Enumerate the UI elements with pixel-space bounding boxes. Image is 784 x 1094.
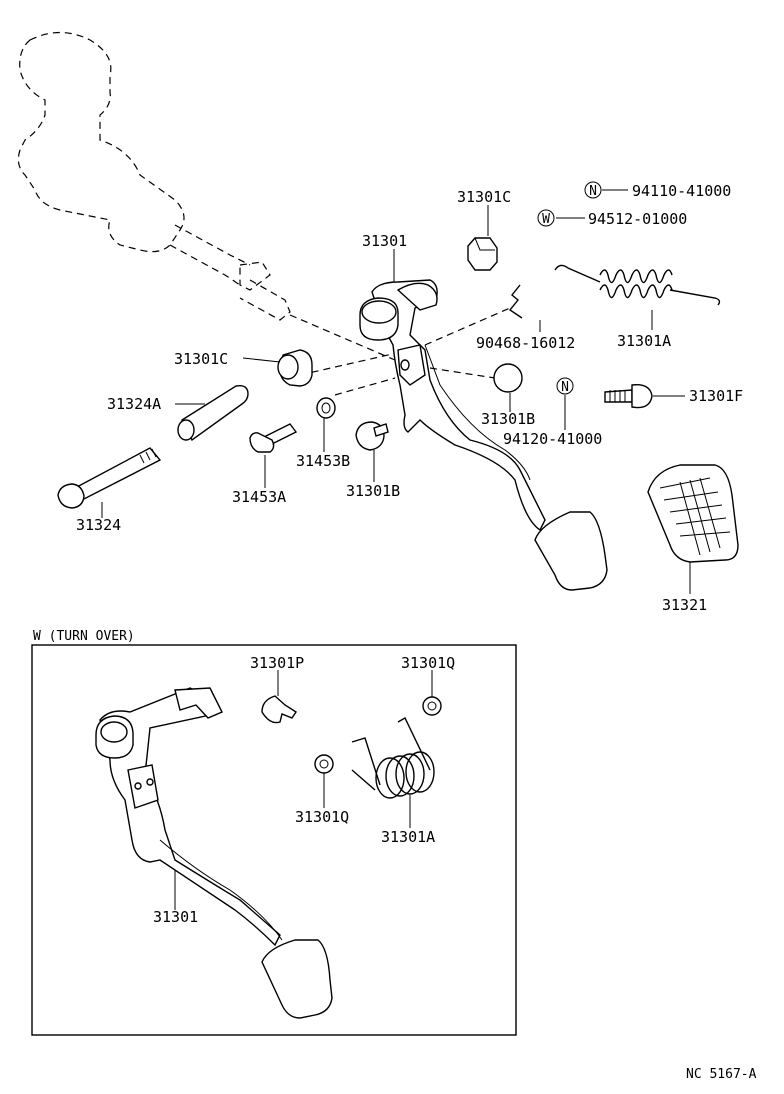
symbol-n-94110: N: [584, 181, 602, 199]
pin-31453a: [249, 423, 298, 453]
bushing-31453b: [316, 397, 336, 419]
cap-31301b-right: [493, 363, 523, 393]
label-31301b-right: 31301B: [481, 410, 535, 428]
label-31301p: 31301P: [250, 654, 304, 672]
symbol-n-94120: N: [556, 377, 574, 395]
pedal-pad-31321: [647, 464, 739, 563]
clutch-pedal-arm: [359, 279, 608, 591]
w-symbol-text: W: [542, 212, 550, 227]
bushing-31301q-top: [422, 696, 442, 716]
bushing-31301c-top: [467, 237, 498, 271]
label-90468-16012: 90468-16012: [476, 334, 575, 352]
label-31301a-inset: 31301A: [381, 828, 435, 846]
bushing-31301q-mid: [314, 754, 334, 774]
stopper-31301b-lower: [355, 421, 389, 451]
n-symbol-text: N: [589, 184, 597, 199]
collar-31324a: [177, 384, 249, 442]
label-31301c-left: 31301C: [174, 350, 228, 368]
label-31453a: 31453A: [232, 488, 286, 506]
inset-title: W (TURN OVER): [33, 629, 135, 644]
inset-frame: [31, 644, 517, 1036]
reference-code: NC 5167-A: [686, 1067, 757, 1082]
label-31324a: 31324A: [107, 395, 161, 413]
label-31324: 31324: [76, 516, 121, 534]
symbol-w-94512: W: [537, 209, 555, 227]
label-31301f: 31301F: [689, 387, 743, 405]
label-31301b-bottom: 31301B: [346, 482, 400, 500]
label-31301-inset: 31301: [153, 908, 198, 926]
inset-clutch-pedal: [95, 687, 333, 1019]
n-symbol-text-2: N: [561, 380, 569, 395]
label-31301q-top: 31301Q: [401, 654, 455, 672]
label-94120-41000: 94120-41000: [503, 430, 602, 448]
stopper-bolt-31301f: [604, 384, 653, 409]
assembly-guide-lines: [289, 307, 511, 396]
master-cylinder-phantom: [17, 31, 291, 321]
inset-spring-31301a: [351, 717, 435, 799]
clip-31301p: [261, 695, 297, 724]
label-31301c-top: 31301C: [457, 188, 511, 206]
bushing-31301c-left: [277, 349, 313, 387]
label-94110-41000: 94110-41000: [632, 182, 731, 200]
label-94512-01000: 94512-01000: [588, 210, 687, 228]
leader-lines: [101, 189, 691, 910]
label-31301a: 31301A: [617, 332, 671, 350]
label-31301: 31301: [362, 232, 407, 250]
label-31321: 31321: [662, 596, 707, 614]
clip-90468: [508, 284, 523, 319]
label-31453b: 31453B: [296, 452, 350, 470]
bolt-31324: [57, 447, 162, 509]
label-31301q-mid: 31301Q: [295, 808, 349, 826]
return-spring-31301a: [554, 264, 721, 306]
